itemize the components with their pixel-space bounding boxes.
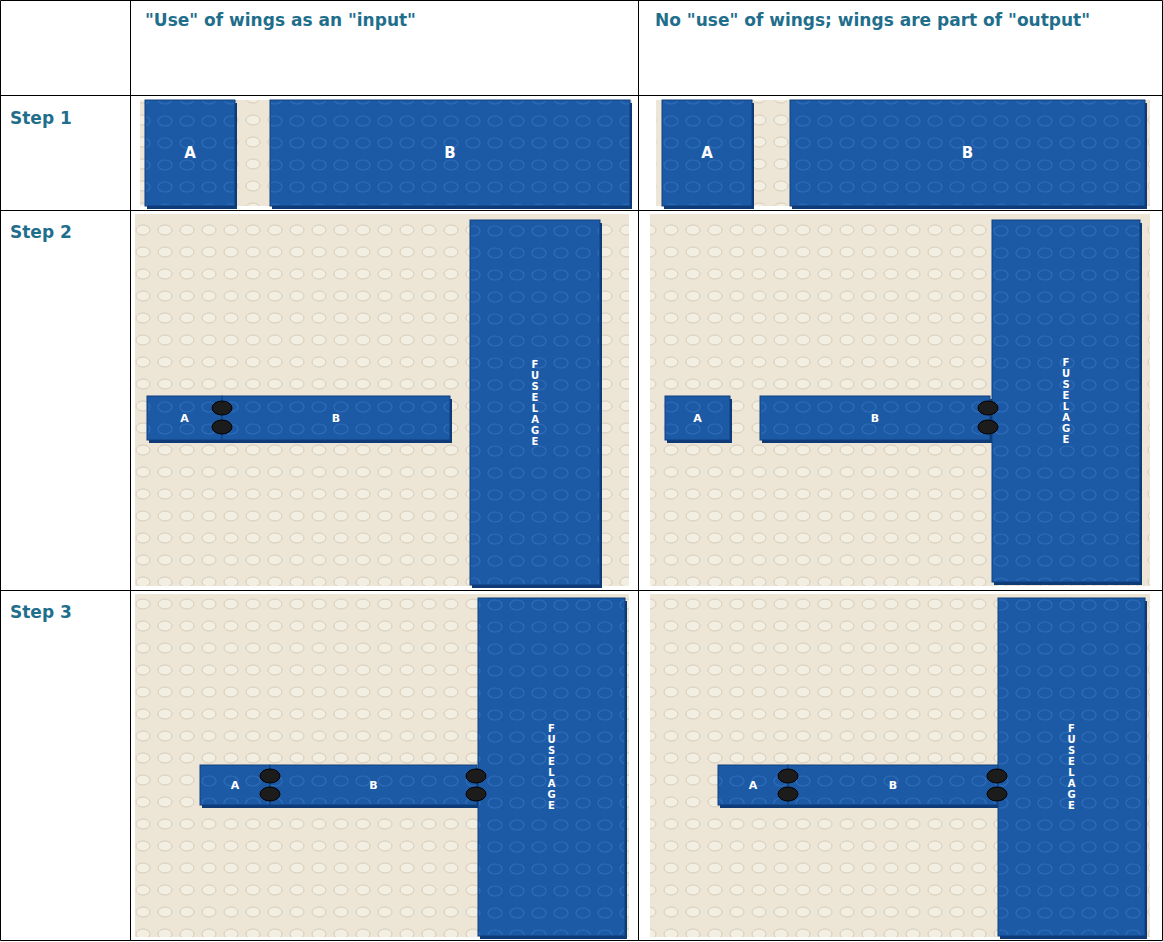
brick-label-vertical: FUSELAGE — [530, 359, 540, 447]
brick-label: B — [871, 412, 879, 425]
lego-brick: B — [788, 765, 998, 805]
brick-label: A — [184, 144, 196, 162]
lego-brick: A — [718, 765, 788, 805]
lego-brick: B — [760, 396, 990, 440]
column-header: "Use" of wings as an "input" — [145, 10, 625, 31]
brick-label: B — [889, 779, 897, 792]
lego-brick: A — [147, 396, 222, 440]
lego-brick: B — [270, 100, 630, 206]
step-label: Step 3 — [10, 602, 125, 623]
column-header: No "use" of wings; wings are part of "ou… — [655, 10, 1150, 31]
lego-brick: B — [790, 100, 1145, 206]
lego-brick: FUSELAGE — [478, 598, 625, 936]
lego-brick: A — [665, 396, 730, 440]
lego-bricks — [145, 100, 1147, 939]
brick-label: B — [332, 412, 340, 425]
brick-label: B — [369, 779, 377, 792]
lego-brick: A — [145, 100, 235, 206]
baseplates — [135, 100, 1150, 937]
brick-label: A — [231, 779, 240, 792]
step-label: Step 2 — [10, 222, 125, 243]
lego-brick: FUSELAGE — [470, 220, 600, 585]
lego-brick: FUSELAGE — [992, 220, 1140, 582]
connector-pegs — [212, 401, 1007, 801]
brick-label: B — [962, 144, 973, 162]
lego-brick: B — [222, 396, 450, 440]
lego-brick: A — [662, 100, 752, 206]
brick-label: B — [444, 144, 455, 162]
lego-brick: B — [270, 765, 477, 805]
lego-brick: FUSELAGE — [998, 598, 1145, 936]
brick-label-vertical: FUSELAGE — [547, 723, 557, 811]
lego-brick: A — [200, 765, 270, 805]
brick-label: A — [749, 779, 758, 792]
brick-label: A — [701, 144, 713, 162]
brick-label: A — [180, 412, 189, 425]
brick-label: A — [693, 412, 702, 425]
step-label: Step 1 — [10, 108, 125, 129]
brick-label-vertical: FUSELAGE — [1061, 357, 1071, 445]
brick-label-vertical: FUSELAGE — [1067, 723, 1077, 811]
